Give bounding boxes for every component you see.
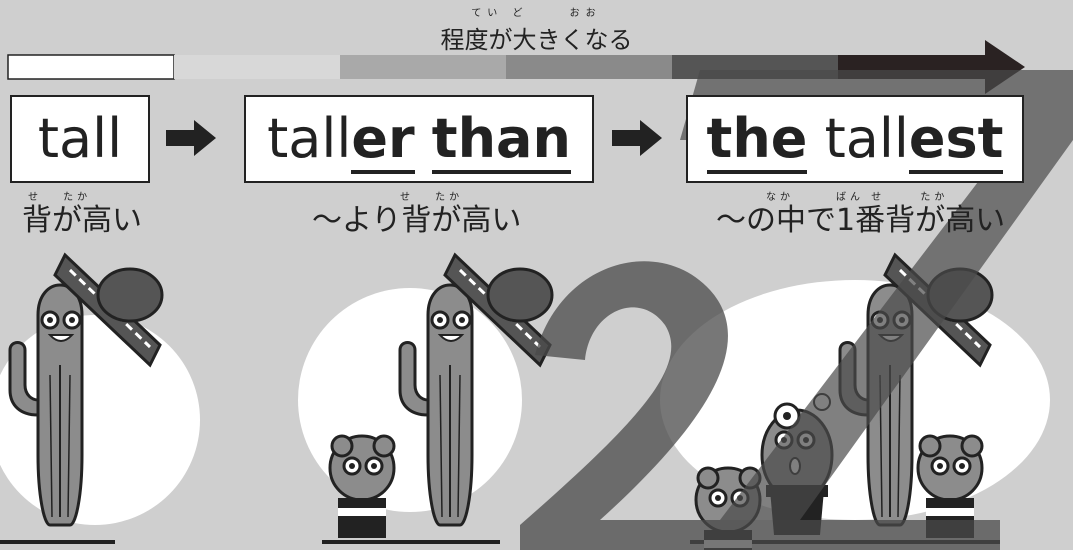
degree-header-ruby: てい ど おお: [471, 8, 602, 19]
comparative-meaning: せ たか 〜より背が高い: [312, 192, 521, 238]
comparative-meaning-ruby: せ たか: [400, 192, 464, 203]
tall-cactus-middle: [398, 253, 554, 527]
superlative-form-box: the tallest: [686, 95, 1024, 183]
gradient-segment: [838, 55, 988, 79]
small-cactus-left-of-right: [694, 466, 762, 550]
backdrop-ellipse-right: [660, 280, 1050, 520]
degree-header-label: 程度が大きくなる: [440, 26, 633, 54]
superlative-the: the: [706, 107, 808, 174]
comparative-suffix: er: [351, 107, 415, 174]
gradient-segment: [672, 55, 838, 79]
small-cactus-right: [916, 434, 984, 540]
small-cactus-middle: [328, 434, 396, 540]
tall-cactus-right: [838, 253, 994, 527]
tall-cactus-left: [8, 253, 164, 527]
watermark-numeral: [520, 261, 1000, 550]
superlative-suffix: est: [908, 107, 1004, 174]
backdrop-circle-middle: [298, 288, 522, 512]
comparative-stem: tall: [267, 107, 352, 170]
superlative-stem: tall: [824, 107, 909, 170]
superlative-meaning: なか ばん せ たか 〜の中で1番背が高い: [716, 192, 1005, 238]
superlative-meaning-text: 〜の中で1番背が高い: [716, 203, 1006, 238]
positive-form-box: tall: [10, 95, 150, 183]
gradient-segment: [7, 54, 175, 80]
comparative-form-box: taller than: [244, 95, 594, 183]
gradient-segment: [174, 55, 340, 79]
backdrop-circle-left: [0, 315, 200, 525]
positive-meaning: せ たか 背が高い: [22, 192, 142, 238]
comparative-meaning-text: 〜より背が高い: [312, 203, 522, 238]
superlative-meaning-ruby: なか ばん せ たか: [766, 192, 949, 203]
positive-meaning-ruby: せ たか: [28, 192, 92, 203]
gradient-segment: [340, 55, 506, 79]
flower-cactus: [760, 393, 834, 535]
arrow-icon-2: [612, 120, 662, 156]
gradient-segment: [506, 55, 672, 79]
comparative-than: than: [431, 107, 571, 174]
degree-header: てい ど おお 程度が大きくなる: [0, 8, 1073, 55]
positive-form-text: tall: [37, 107, 123, 170]
positive-meaning-text: 背が高い: [22, 203, 142, 238]
arrow-icon-1: [166, 120, 216, 156]
